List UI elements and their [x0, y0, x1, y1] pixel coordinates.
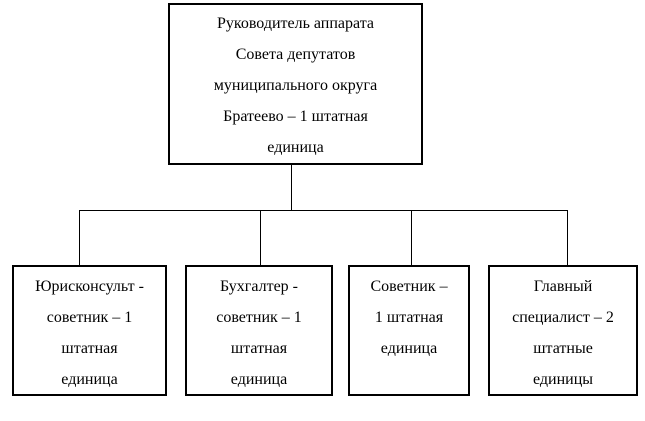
- org-box-line: Главный: [533, 278, 593, 295]
- org-box-root-line: Руководитель аппарата: [216, 15, 374, 32]
- org-box-line: единица: [230, 371, 288, 388]
- org-box-line: штатные: [533, 340, 593, 357]
- connector-drop-1: [79, 210, 80, 265]
- org-box-line: единица: [61, 371, 118, 388]
- org-box-line: штатная: [230, 340, 288, 357]
- org-box-root: Руководитель аппарата Совета депутатов м…: [168, 3, 423, 165]
- org-box-root-line: Братеево – 1 штатная: [223, 108, 368, 125]
- org-box-root-line: муниципального округа: [213, 77, 378, 94]
- connector-root-stem: [291, 165, 292, 210]
- org-box-line: единица: [380, 340, 438, 357]
- org-box-chief-specialist: Главный специалист – 2 штатные единицы: [488, 265, 638, 396]
- connector-drop-2: [260, 210, 261, 265]
- org-box-line: 1 штатная: [374, 309, 444, 326]
- org-box-line: Юрисконсульт -: [35, 278, 144, 295]
- org-box-line: Советник –: [370, 278, 448, 295]
- org-box-line: Бухгалтер -: [220, 278, 298, 295]
- org-box-root-line: единица: [267, 139, 324, 156]
- org-box-root-line: Совета депутатов: [235, 46, 356, 63]
- org-box-line: специалист – 2: [512, 309, 614, 326]
- connector-drop-3: [411, 210, 412, 265]
- org-box-advisor: Советник – 1 штатная единица: [348, 265, 470, 396]
- org-box-line: советник – 1: [216, 309, 302, 326]
- org-box-line: штатная: [61, 340, 118, 357]
- org-box-accountant: Бухгалтер - советник – 1 штатная единица: [185, 265, 333, 396]
- org-box-jurisconsult: Юрисконсульт - советник – 1 штатная един…: [12, 265, 167, 396]
- connector-drop-4: [567, 210, 568, 265]
- connector-horizontal-bar: [79, 210, 568, 211]
- org-box-line: советник – 1: [46, 309, 133, 326]
- org-box-line: единицы: [532, 371, 594, 388]
